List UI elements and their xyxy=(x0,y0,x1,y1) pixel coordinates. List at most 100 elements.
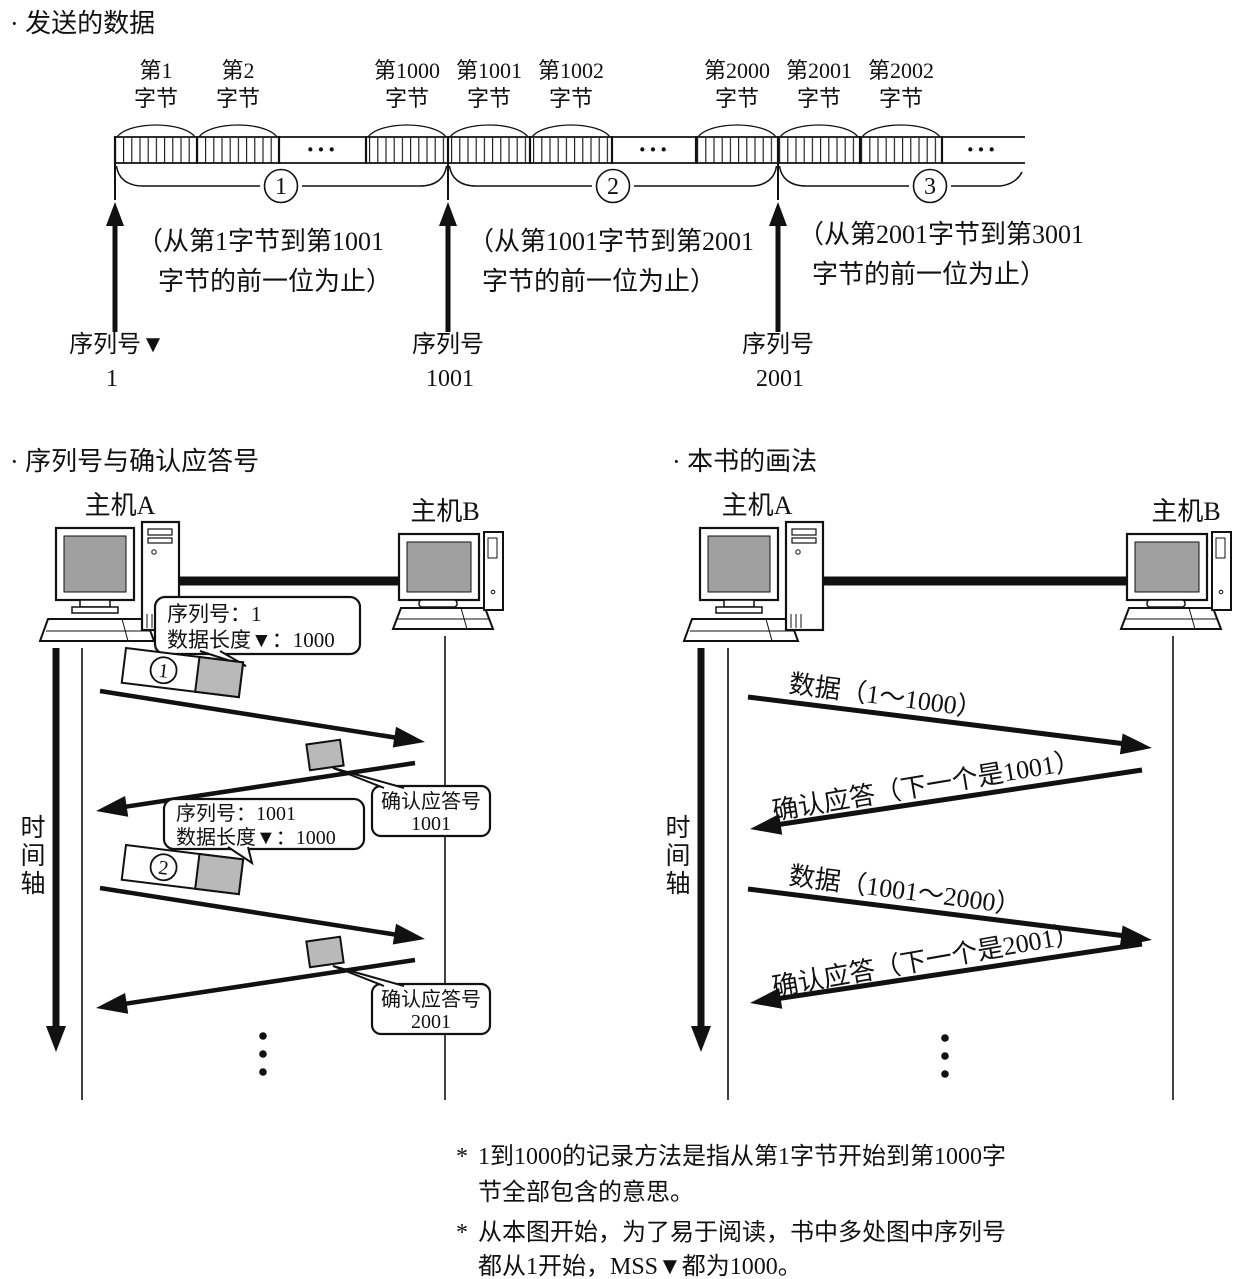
ack-callout-line1: 确认应答号 xyxy=(381,988,481,1011)
seq-value: 1 xyxy=(106,366,118,392)
seq-callout-line2: 数据长度▼：1000 xyxy=(176,826,336,849)
byte-cells xyxy=(696,138,778,163)
continuation-dots: ··· xyxy=(306,135,338,164)
seq-note: 字节的前一位为止） xyxy=(158,267,392,296)
time-axis-char: 轴 xyxy=(665,870,690,898)
data-packet-1: 1 xyxy=(120,646,245,699)
callout-tail xyxy=(332,965,405,987)
seq-label: 序列号 xyxy=(742,331,814,358)
byte-label: 第2001 xyxy=(786,58,852,83)
data-arrow xyxy=(99,688,418,744)
seq-value: 1001 xyxy=(426,366,474,392)
byte-labels: 第1 字节 第2 字节 第1000 字节 第1001 字节 第1002 字节 第… xyxy=(134,58,934,111)
arrowhead-icon xyxy=(392,923,427,950)
up-arrow-icon xyxy=(439,202,457,226)
down-arrow-icon xyxy=(691,1026,711,1052)
section-title-seq-ack: · 序列号与确认应答号 xyxy=(10,447,259,476)
byte-label: 字节 xyxy=(216,86,260,111)
host-b-label: 主机B xyxy=(410,497,479,526)
host-a-computer-icon xyxy=(682,520,825,643)
segment-number: 2 xyxy=(607,174,619,200)
data-arrow xyxy=(747,886,1143,941)
seq-note: 字节的前一位为止） xyxy=(482,267,716,296)
down-arrow-icon xyxy=(46,1026,66,1052)
seq-callout-box xyxy=(153,595,362,656)
seq-callout-box xyxy=(162,797,366,851)
byte-label: 字节 xyxy=(549,86,593,111)
byte-label: 第2000 xyxy=(704,58,770,83)
byte-label: 字节 xyxy=(467,86,511,111)
segment-braces: 1 2 3 xyxy=(114,164,1023,204)
byte-label: 字节 xyxy=(715,86,759,111)
host-a-label: 主机A xyxy=(722,491,793,520)
seq-marker-2: （从第1001字节到第2001 字节的前一位为止） 序列号 1001 xyxy=(412,202,754,392)
host-b-label: 主机B xyxy=(1151,497,1220,526)
footnote-line: 都从1开始，MSS▼都为1000。 xyxy=(478,1253,802,1279)
footnotes: * 1到1000的记录方法是指从第1字节开始到第1000字 节全部包含的意思。 … xyxy=(456,1143,1006,1279)
ack-callout-line2: 1001 xyxy=(411,813,451,835)
section-title-sent-data: · 发送的数据 xyxy=(10,9,155,38)
arrowhead-icon xyxy=(1119,733,1154,759)
host-a-label: 主机A xyxy=(85,491,156,520)
byte-label: 第1000 xyxy=(374,58,440,83)
ack-packet-1 xyxy=(305,738,345,772)
left-sequence-diagram: · 序列号与确认应答号 主机A 主机B 时 间 轴 序列号：1 数据长度▼：10… xyxy=(10,447,505,1100)
segment-number: 1 xyxy=(275,174,287,200)
host-b-computer-icon xyxy=(1119,530,1233,631)
seq-value: 2001 xyxy=(756,366,804,392)
byte-label: 字节 xyxy=(879,86,923,111)
byte-label: 字节 xyxy=(134,86,178,111)
message-label: 数据（1001～2000） xyxy=(787,861,1023,920)
byte-label: 字节 xyxy=(385,86,429,111)
byte-label: 第1 xyxy=(139,58,172,83)
byte-cells xyxy=(197,138,279,163)
packet-number: 2 xyxy=(157,857,170,880)
host-b-computer-icon xyxy=(391,530,505,631)
seq-note: （从第2001字节到第3001 xyxy=(798,220,1084,249)
up-arrow-icon xyxy=(769,202,787,226)
byte-label: 字节 xyxy=(797,86,841,111)
segment-number: 3 xyxy=(924,174,936,200)
byte-arcs xyxy=(116,124,941,138)
seq-label: 序列号 xyxy=(412,331,484,358)
arrowhead-icon xyxy=(94,795,129,822)
data-packet-2: 2 xyxy=(120,843,245,896)
footnote-line: 1到1000的记录方法是指从第1字节开始到第1000字 xyxy=(478,1143,1006,1170)
footnote-marker: * xyxy=(456,1220,468,1246)
exchange-1: 序列号：1 数据长度▼：1000 1 确认应答号 1001 xyxy=(94,595,492,838)
byte-cells xyxy=(778,138,860,163)
sent-data-section: · 发送的数据 第1 字节 第2 字节 第1000 字节 第1001 字节 第1… xyxy=(10,9,1084,392)
packet-number: 1 xyxy=(157,660,170,683)
footnote-marker: * xyxy=(456,1144,468,1170)
time-axis-char: 时 xyxy=(20,814,45,842)
arrowhead-icon xyxy=(392,726,427,753)
data-arrow xyxy=(99,885,418,941)
time-axis-char: 间 xyxy=(665,842,690,870)
time-axis-char: 时 xyxy=(665,814,690,842)
time-axis-char: 间 xyxy=(20,842,45,870)
continuation-dots: ··· xyxy=(638,135,670,164)
byte-strip: ··· ··· ··· xyxy=(113,124,1025,164)
seq-marker-1: （从第1字节到第1001 字节的前一位为止） 序列号▼ 1 xyxy=(69,202,392,392)
time-axis: 时 间 轴 xyxy=(20,648,66,1052)
ack-callout-box xyxy=(370,784,492,838)
right-sequence-diagram: · 本书的画法 主机A 主机B 时 间 轴 数据（1～1000） 确认应答（下一… xyxy=(665,447,1233,1100)
ack-arrow xyxy=(103,760,416,813)
seq-callout-line2: 数据长度▼：1000 xyxy=(167,628,335,652)
continuation-ellipsis xyxy=(941,1034,949,1078)
byte-label: 第1002 xyxy=(538,58,604,83)
time-axis-char: 轴 xyxy=(20,870,45,898)
ack-packet-2 xyxy=(305,935,345,969)
byte-label: 第2 xyxy=(221,58,254,83)
data-arrow xyxy=(747,694,1143,749)
footnote-line: 节全部包含的意思。 xyxy=(478,1179,694,1206)
seq-note: （从第1字节到第1001 xyxy=(137,227,384,256)
byte-cells xyxy=(448,138,530,163)
seq-callout-line1: 序列号：1001 xyxy=(176,802,296,825)
seq-callout-line1: 序列号：1 xyxy=(167,602,262,626)
ack-callout-box xyxy=(370,982,492,1036)
ack-arrow xyxy=(761,767,1143,830)
exchange-2: 序列号：1001 数据长度▼：1000 2 确认应答号 2001 xyxy=(94,797,492,1036)
